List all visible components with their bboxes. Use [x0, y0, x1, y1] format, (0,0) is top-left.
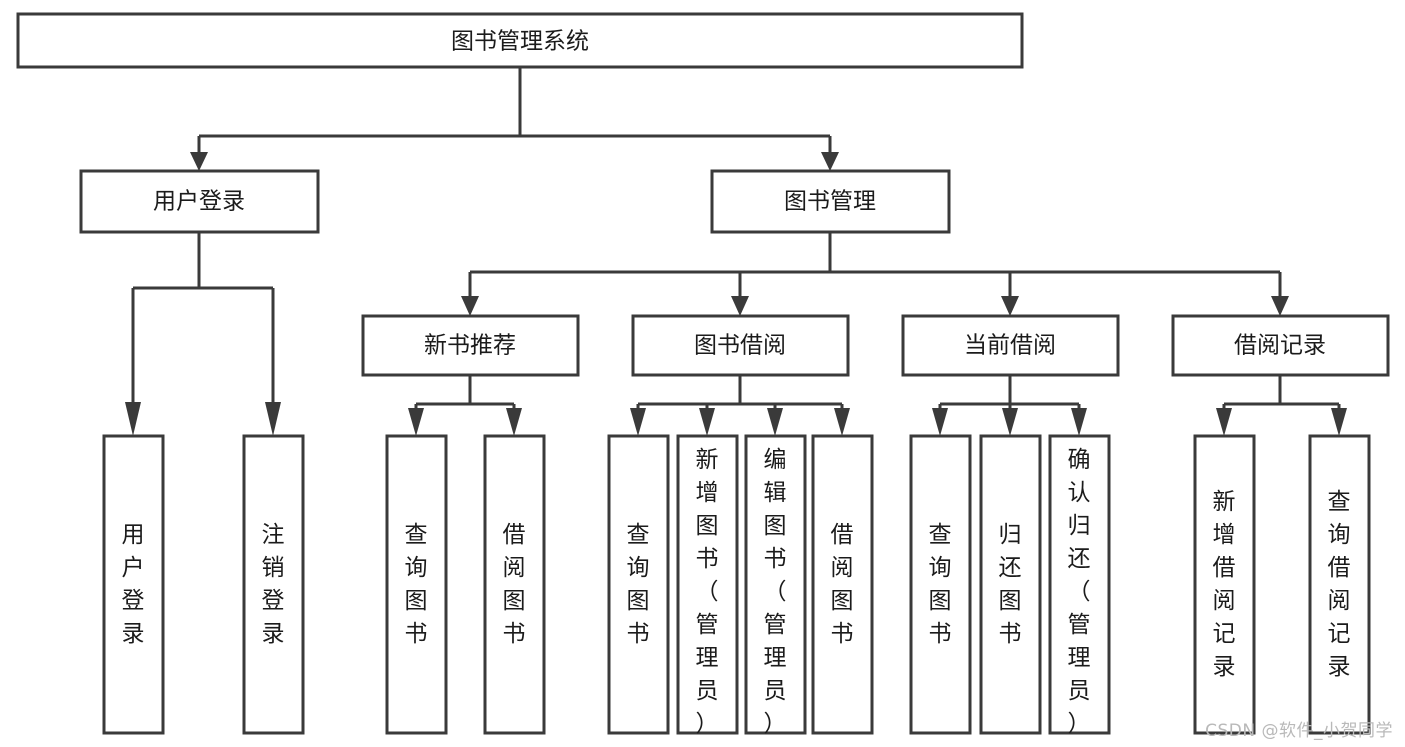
node-leaf-6[interactable]: 新增图书（管理员）: [676, 434, 739, 737]
node-leaf-7-box[interactable]: [744, 434, 807, 735]
arrow-head-leaf-8: [834, 408, 850, 436]
node-leaf-2-box[interactable]: [242, 434, 305, 735]
node-borrow-label: 图书借阅: [694, 333, 786, 359]
node-newbook-label: 新书推荐: [424, 333, 516, 359]
arrow-head-leaf-11: [1071, 408, 1087, 436]
node-leaf-11[interactable]: 确认归还（管理员）: [1048, 434, 1111, 737]
node-leaf-4[interactable]: 借阅图书: [483, 434, 546, 735]
node-leaf-12-label: 新增借阅记录: [1213, 489, 1236, 680]
node-records[interactable]: 借阅记录: [1171, 314, 1390, 377]
node-leaf-6-label: 新增图书（管理员）: [696, 447, 719, 737]
connector-layer: [125, 67, 1347, 436]
node-leaf-4-label: 借阅图书: [503, 522, 526, 647]
arrow-head-records: [1271, 296, 1289, 316]
node-leaf-10[interactable]: 归还图书: [979, 434, 1042, 735]
node-leaf-5[interactable]: 查询图书: [607, 434, 670, 735]
arrow-head-newbook: [461, 296, 479, 316]
node-current-label: 当前借阅: [964, 333, 1056, 359]
arrow-head-leaf-6: [699, 408, 715, 436]
node-leaf-2-label: 注销登录: [262, 522, 285, 647]
node-leaf-3-label: 查询图书: [405, 522, 428, 647]
node-leaf-5-label: 查询图书: [627, 522, 650, 647]
node-leaf-11-box[interactable]: [1048, 434, 1111, 735]
node-current[interactable]: 当前借阅: [901, 314, 1120, 377]
arrow-head-leaf-13: [1331, 408, 1347, 436]
node-bookmgmt-label: 图书管理: [784, 189, 876, 215]
arrow-head-leaf-9: [932, 408, 948, 436]
node-root-box[interactable]: [16, 12, 1024, 69]
node-records-label: 借阅记录: [1234, 333, 1326, 359]
node-leaf-1-label: 用户登录: [122, 522, 145, 647]
node-leaf-13-label: 查询借阅记录: [1328, 489, 1351, 680]
node-leaf-8[interactable]: 借阅图书: [811, 434, 874, 735]
node-leaf-11-label: 确认归还（管理员）: [1068, 447, 1091, 737]
node-leaf-9-box[interactable]: [909, 434, 972, 735]
node-leaf-4-box[interactable]: [483, 434, 546, 735]
arrow-head-leaf-4: [506, 408, 522, 436]
arrow-head-leaf-3: [408, 408, 424, 436]
node-newbook[interactable]: 新书推荐: [361, 314, 580, 377]
arrow-head-bookmgmt: [821, 152, 839, 171]
node-leaf-9-label: 查询图书: [929, 522, 952, 647]
arrow-head-current: [1001, 296, 1019, 316]
node-login-box[interactable]: [79, 169, 320, 234]
node-login-label: 用户登录: [153, 189, 245, 215]
arrow-head-leaf-12: [1216, 408, 1232, 436]
arrow-head-leaf-2: [265, 402, 281, 436]
node-leaf-8-label: 借阅图书: [831, 522, 854, 647]
node-root-label: 图书管理系统: [451, 29, 589, 55]
node-root[interactable]: 图书管理系统: [16, 12, 1024, 69]
node-leaf-12[interactable]: 新增借阅记录: [1193, 434, 1256, 735]
arrow-head-leaf-10: [1002, 408, 1018, 436]
node-leaf-13-box[interactable]: [1308, 434, 1371, 735]
node-leaf-3[interactable]: 查询图书: [385, 434, 448, 735]
arrow-head-borrow: [731, 296, 749, 316]
node-leaf-6-box[interactable]: [676, 434, 739, 735]
node-leaf-7-label: 编辑图书（管理员）: [764, 447, 787, 737]
node-borrow-box[interactable]: [631, 314, 850, 377]
arrow-head-login: [190, 152, 208, 171]
node-newbook-box[interactable]: [361, 314, 580, 377]
node-leaf-10-box[interactable]: [979, 434, 1042, 735]
node-leaf-3-box[interactable]: [385, 434, 448, 735]
node-current-box[interactable]: [901, 314, 1120, 377]
node-records-box[interactable]: [1171, 314, 1390, 377]
node-leaf-8-box[interactable]: [811, 434, 874, 735]
node-login[interactable]: 用户登录: [79, 169, 320, 234]
node-leaf-2[interactable]: 注销登录: [242, 434, 305, 735]
node-bookmgmt[interactable]: 图书管理: [710, 169, 951, 234]
node-leaf-10-label: 归还图书: [999, 522, 1022, 647]
arrow-head-leaf-1: [125, 402, 141, 436]
node-leaf-12-box[interactable]: [1193, 434, 1256, 735]
node-borrow[interactable]: 图书借阅: [631, 314, 850, 377]
node-leaf-1[interactable]: 用户登录: [102, 434, 165, 735]
node-leaf-7[interactable]: 编辑图书（管理员）: [744, 434, 807, 737]
arrow-head-leaf-7: [767, 408, 783, 436]
node-leaf-5-box[interactable]: [607, 434, 670, 735]
arrow-head-leaf-5: [630, 408, 646, 436]
node-leaf-13[interactable]: 查询借阅记录: [1308, 434, 1371, 735]
node-leaf-1-box[interactable]: [102, 434, 165, 735]
node-bookmgmt-box[interactable]: [710, 169, 951, 234]
node-leaf-9[interactable]: 查询图书: [909, 434, 972, 735]
